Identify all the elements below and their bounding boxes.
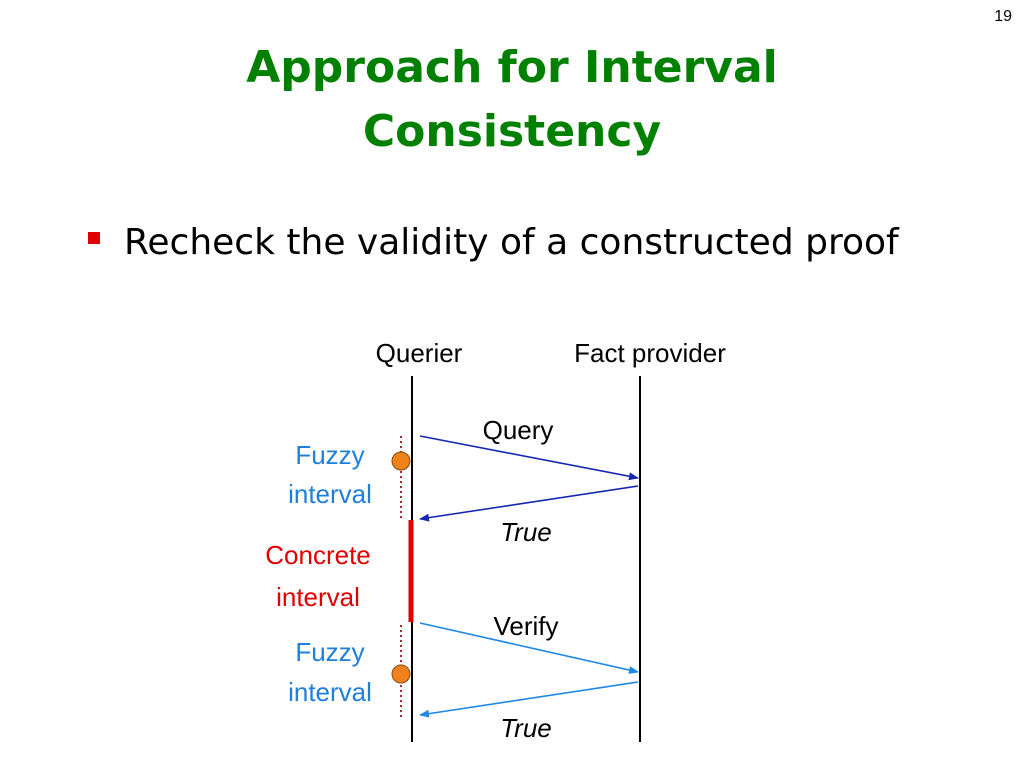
verify-arrow (419, 622, 639, 674)
bullet-square-icon (88, 232, 100, 244)
querier-label: Querier (376, 338, 463, 368)
bullet-text: Recheck the validity of a constructed pr… (124, 222, 899, 263)
verify-label: Verify (493, 611, 558, 641)
true-label-2: True (500, 713, 552, 743)
true-response-arrow-2 (419, 681, 639, 718)
query-label: Query (483, 415, 554, 445)
bullet-item: Recheck the validity of a constructed pr… (88, 218, 948, 268)
true-response-arrow-1 (419, 485, 639, 522)
true-label-1: True (500, 517, 552, 547)
query-arrow (419, 435, 639, 481)
fuzzy-interval-1-label-line1: Fuzzy (295, 440, 364, 470)
fuzzy-marker-2-icon (391, 664, 411, 684)
slide-number: 19 (994, 8, 1012, 25)
title-line-1: Approach for Interval (246, 42, 778, 93)
concrete-interval-label-line1: Concrete (265, 540, 371, 570)
fact-provider-label: Fact provider (574, 338, 726, 368)
fuzzy-marker-1-icon (391, 451, 411, 471)
fuzzy-interval-1-label-line2: interval (288, 479, 372, 509)
fuzzy-interval-2-label-line2: interval (288, 677, 372, 707)
concrete-interval-label-line2: interval (276, 582, 360, 612)
title-line-2: Consistency (362, 106, 662, 157)
slide-title: Approach for Interval Consistency (0, 36, 1024, 164)
fuzzy-interval-2-label-line1: Fuzzy (295, 637, 364, 667)
